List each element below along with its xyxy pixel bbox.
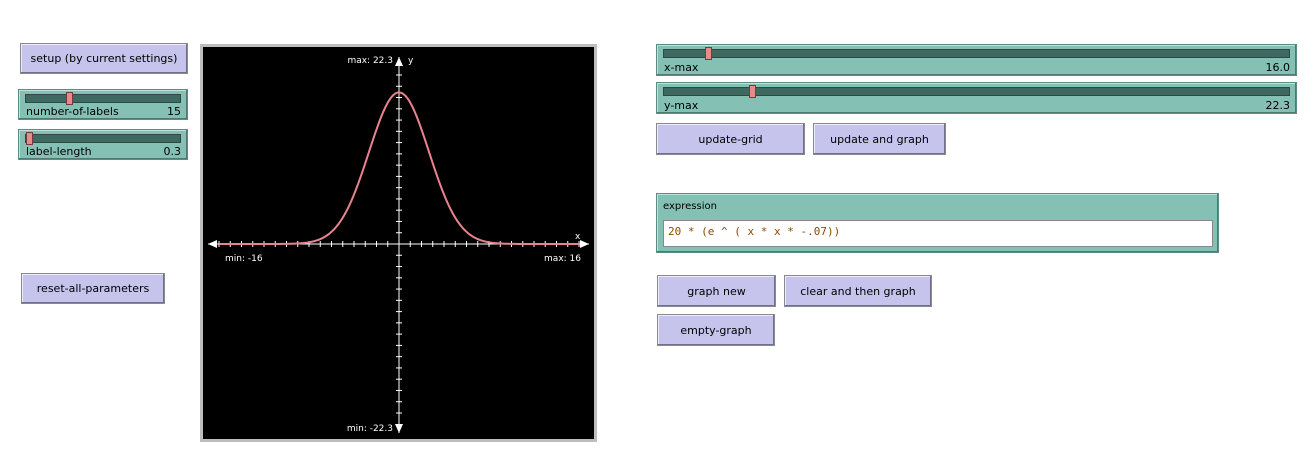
reset-all-parameters-button[interactable]: reset-all-parameters <box>21 273 165 304</box>
update-grid-button[interactable]: update-grid <box>656 123 805 155</box>
slider-knob[interactable] <box>704 47 712 60</box>
graph-new-button[interactable]: graph new <box>657 275 776 307</box>
setup-button[interactable]: setup (by current settings) <box>20 43 188 74</box>
update-and-graph-button[interactable]: update and graph <box>813 123 946 155</box>
slider-value: 0.3 <box>163 145 182 158</box>
slider-track[interactable] <box>663 87 1290 96</box>
slider-label: number-of-labels <box>26 105 119 118</box>
number-of-labels-slider[interactable]: number-of-labels 15 <box>18 89 188 120</box>
expression-input-box: expression 20 * (e ^ ( x * x * -.07)) <box>656 193 1219 253</box>
y-axis-label: y <box>408 56 414 66</box>
empty-graph-button[interactable]: empty-graph <box>657 314 775 346</box>
graph-view[interactable]: y x max: 22.3 min: -22.3 min: -16 max: 1… <box>200 44 597 442</box>
function-curve <box>219 91 579 245</box>
graph-canvas: y x max: 22.3 min: -22.3 min: -16 max: 1… <box>208 56 589 434</box>
x-axis-arrow-left <box>208 240 217 248</box>
x-max-slider[interactable]: x-max 16.0 <box>656 44 1297 76</box>
y-axis-arrow-down <box>395 424 403 433</box>
label-length-slider[interactable]: label-length 0.3 <box>18 129 188 160</box>
x-axis-label: x <box>575 232 581 242</box>
slider-knob[interactable] <box>66 92 74 105</box>
slider-label: y-max <box>664 99 699 112</box>
expression-title: expression <box>663 201 717 212</box>
axes <box>208 57 589 433</box>
slider-track[interactable] <box>663 49 1290 58</box>
y-axis-arrow-up <box>395 57 403 66</box>
expression-input[interactable]: 20 * (e ^ ( x * x * -.07)) <box>663 220 1213 247</box>
y-min-label: min: -22.3 <box>347 424 393 434</box>
axis-ticks <box>218 74 580 414</box>
x-max-label: max: 16 <box>544 254 581 264</box>
slider-knob[interactable] <box>26 132 34 145</box>
slider-track[interactable] <box>25 94 181 103</box>
slider-track[interactable] <box>25 134 181 143</box>
clear-and-then-graph-button[interactable]: clear and then graph <box>784 275 932 307</box>
slider-value: 15 <box>167 105 181 118</box>
y-max-label: max: 22.3 <box>347 56 393 66</box>
slider-label: label-length <box>26 145 92 158</box>
slider-value: 22.3 <box>1265 99 1291 112</box>
x-min-label: min: -16 <box>225 254 263 264</box>
slider-label: x-max <box>664 61 699 74</box>
slider-knob[interactable] <box>748 85 756 98</box>
y-max-slider[interactable]: y-max 22.3 <box>656 82 1297 114</box>
x-axis-arrow-right <box>580 240 589 248</box>
slider-value: 16.0 <box>1265 61 1291 74</box>
